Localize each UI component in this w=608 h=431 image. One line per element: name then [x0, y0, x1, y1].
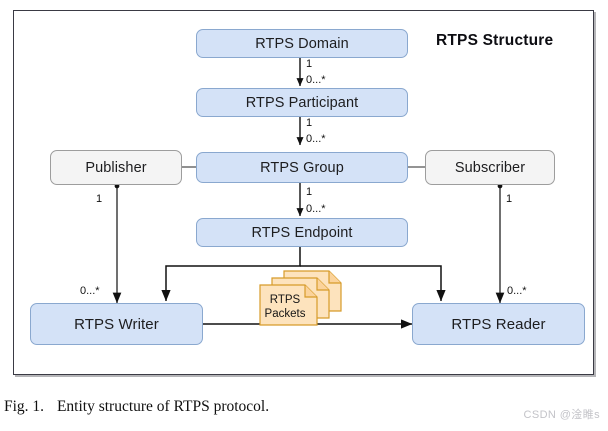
packets-label-line1: RTPS [269, 294, 301, 306]
node-label: Subscriber [454, 159, 526, 176]
node-label: RTPS Group [260, 159, 344, 176]
mult-group-endpoint-top: 1 [306, 186, 313, 198]
node-rtps-group[interactable]: RTPS Group [196, 152, 408, 183]
mult-reader-side: 0...* [507, 285, 527, 297]
mult-domain-participant-bottom: 0...* [306, 74, 326, 86]
node-label: Publisher [85, 159, 147, 176]
mult-writer-side: 0...* [80, 285, 100, 297]
rtps-packets-icon[interactable]: RTPS Packets [259, 269, 351, 327]
figure-caption: Fig. 1. Entity structure of RTPS protoco… [4, 398, 269, 416]
mult-participant-group-top: 1 [306, 117, 313, 129]
node-rtps-endpoint[interactable]: RTPS Endpoint [196, 218, 408, 247]
diagram-title: RTPS Structure [436, 32, 554, 49]
caption-number: Fig. 1. [4, 398, 45, 415]
node-rtps-writer[interactable]: RTPS Writer [30, 303, 203, 345]
packets-stack-shapes [259, 270, 342, 326]
node-publisher[interactable]: Publisher [50, 150, 182, 185]
mult-group-endpoint-bottom: 0...* [306, 203, 326, 215]
mult-participant-group-bottom: 0...* [306, 133, 326, 145]
mult-publisher-side: 1 [96, 193, 103, 205]
node-rtps-participant[interactable]: RTPS Participant [196, 88, 408, 117]
mult-subscriber-side: 1 [506, 193, 513, 205]
node-subscriber[interactable]: Subscriber [425, 150, 555, 185]
node-label: RTPS Reader [451, 315, 546, 333]
node-label: RTPS Participant [245, 94, 359, 111]
node-rtps-reader[interactable]: RTPS Reader [412, 303, 585, 345]
packets-label-line2: Packets [264, 308, 306, 320]
mult-domain-participant-top: 1 [306, 58, 313, 70]
node-label: RTPS Domain [255, 35, 349, 52]
csdn-watermark: CSDN @淦睢s [523, 409, 600, 421]
packets-label: RTPS Packets [260, 293, 310, 321]
node-label: RTPS Endpoint [251, 224, 353, 241]
node-label: RTPS Writer [74, 315, 159, 333]
caption-text: Entity structure of RTPS protocol. [56, 398, 270, 415]
node-rtps-domain[interactable]: RTPS Domain [196, 29, 408, 58]
